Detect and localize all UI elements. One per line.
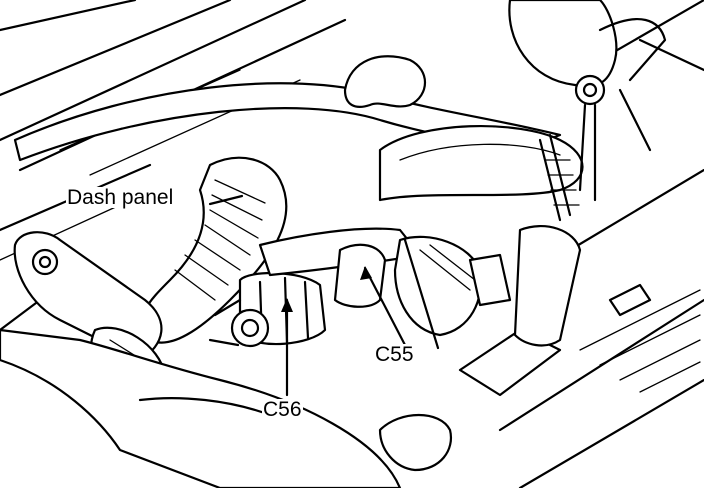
dash-panel-label: Dash panel	[66, 186, 175, 209]
corrugated-hose	[140, 156, 288, 344]
upper-hose	[13, 55, 584, 202]
leader-lines	[208, 194, 440, 397]
c56-label: C56	[262, 398, 303, 421]
lower-pipe	[0, 328, 562, 488]
c55-label: C55	[374, 343, 415, 366]
c55-connector	[258, 225, 582, 347]
wiring-harness	[508, 0, 667, 222]
right-panel	[498, 0, 704, 488]
